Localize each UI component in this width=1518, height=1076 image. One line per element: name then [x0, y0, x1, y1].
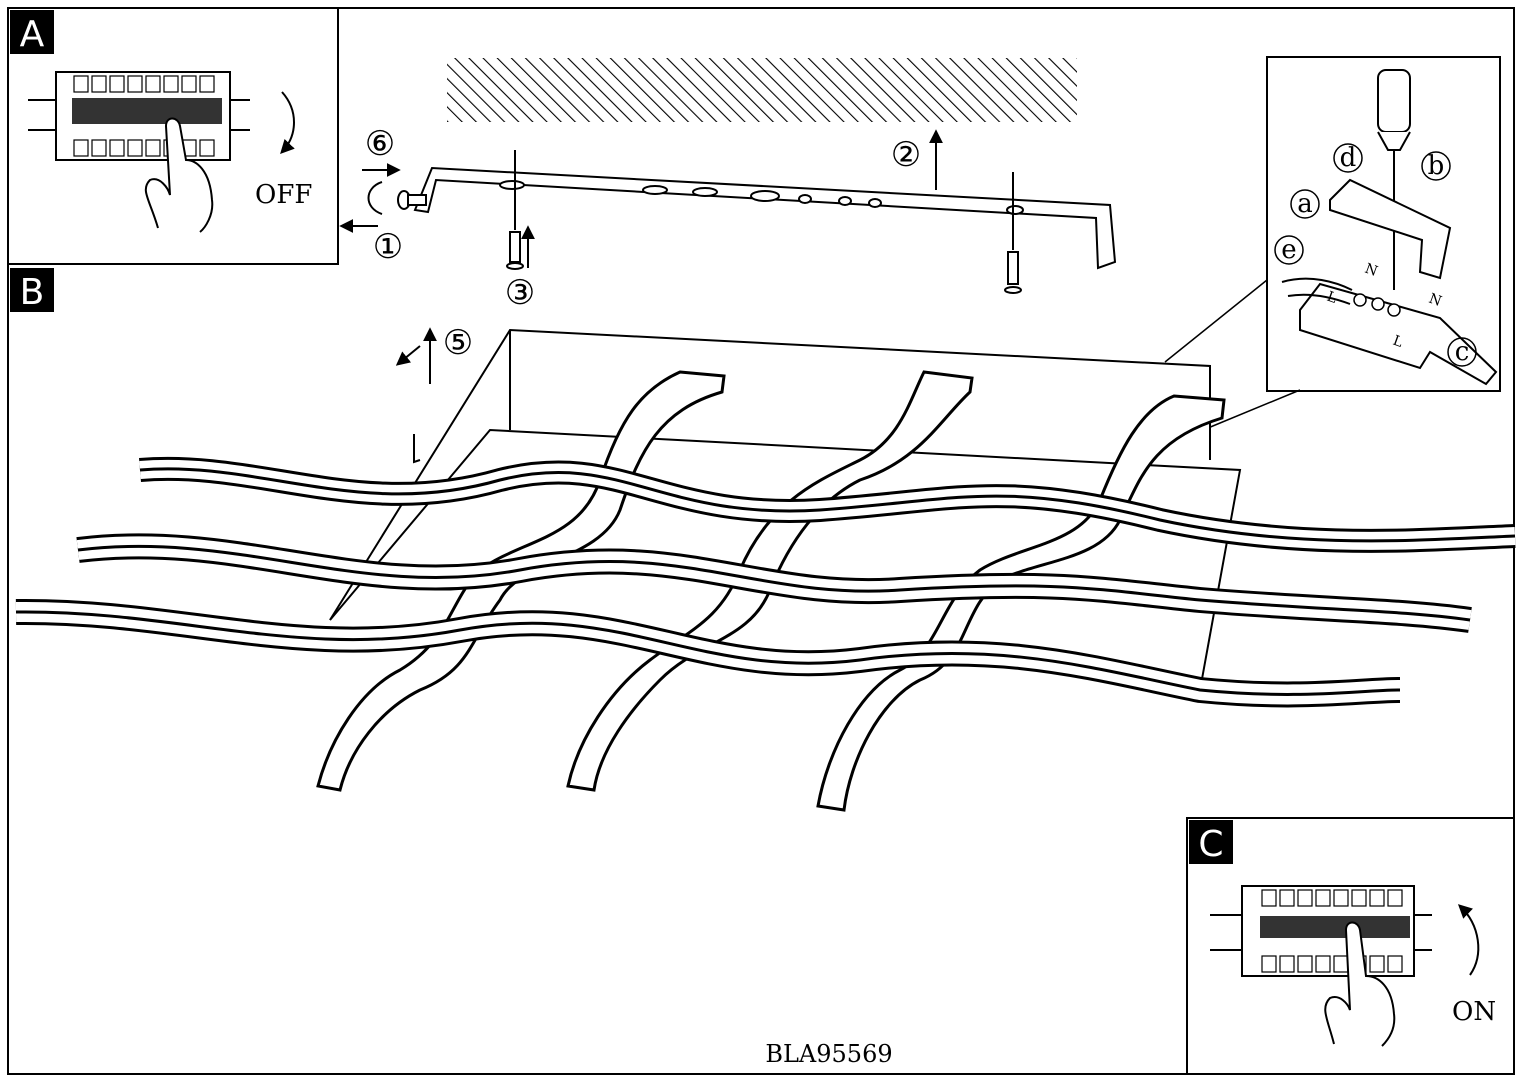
terminal-mark-n: N	[1427, 291, 1444, 310]
section-c-panel: C ON	[1186, 817, 1515, 1075]
wiring-label-d: d	[1340, 143, 1357, 173]
wiring-detail-panel: a b c d e N L N L	[1164, 56, 1501, 429]
step-2: ②	[891, 135, 921, 175]
section-c-label: C	[1198, 824, 1223, 865]
hand-icon	[1324, 921, 1396, 1047]
section-b-label-box	[10, 268, 54, 312]
step-1: ①	[373, 227, 403, 267]
canopy-clip	[413, 434, 421, 464]
bracket-screw	[397, 190, 427, 210]
switch-on-label: ON	[1452, 997, 1496, 1027]
rotate-icon	[367, 181, 383, 215]
rotate-up-arrow-icon	[1457, 904, 1480, 976]
tilt-arrow-diagonal-icon	[395, 345, 421, 366]
terminal-cover	[1329, 178, 1452, 280]
section-a-label: A	[20, 14, 45, 55]
wiring-label-b: b	[1428, 151, 1445, 181]
section-a-label-box	[10, 10, 54, 54]
wire	[1287, 293, 1351, 305]
mounting-bracket	[413, 166, 1117, 270]
section-a-panel: A OFF	[7, 7, 339, 265]
terminal-mark-n: N	[1363, 261, 1380, 280]
section-b-label: B	[20, 272, 45, 313]
screw-and-dowel	[506, 150, 1022, 294]
hand-icon	[144, 117, 214, 233]
breaker-panel-on	[1210, 885, 1432, 977]
step-5: ⑤	[443, 323, 473, 363]
step-6: ⑥	[365, 124, 395, 164]
step-3: ③	[505, 273, 535, 313]
model-code: BLA95569	[765, 1040, 892, 1068]
wiring-label-a: a	[1297, 189, 1313, 219]
wiring-label-e: e	[1281, 235, 1296, 265]
ceiling-surface	[447, 58, 1077, 122]
wiring-label-c: c	[1455, 337, 1470, 367]
led-strips-horizontal	[15, 456, 1516, 708]
rotate-down-arrow-icon	[280, 91, 295, 155]
section-c-label-box	[1189, 820, 1233, 864]
switch-off-label: OFF	[255, 180, 312, 210]
breaker-panel-off	[28, 71, 250, 161]
wire	[1281, 277, 1353, 291]
